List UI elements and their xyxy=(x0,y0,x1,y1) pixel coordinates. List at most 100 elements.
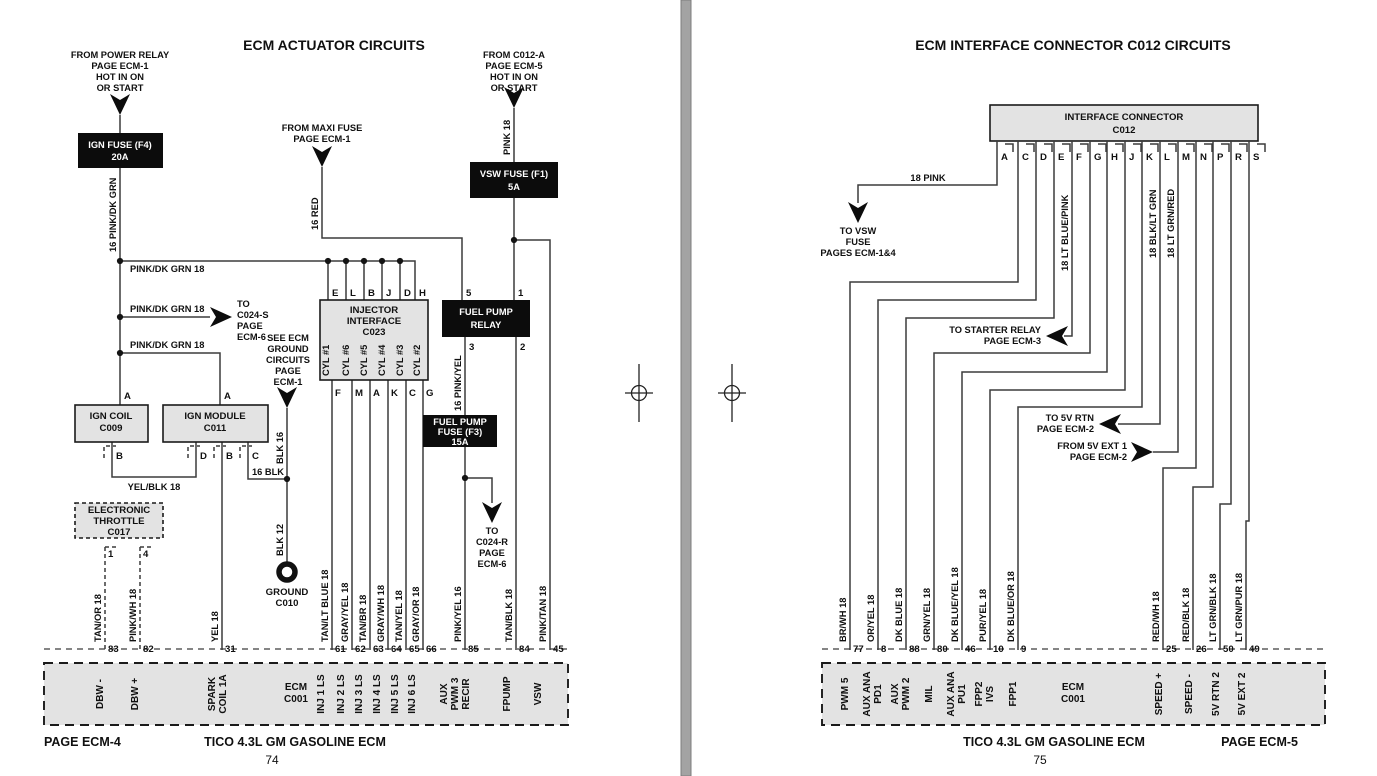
wire-label-rot: GRAY/WH 18 xyxy=(376,585,386,642)
cyl-label: CYL #3 xyxy=(395,345,405,376)
pin-letter: G xyxy=(1094,152,1101,163)
pin-letter: M xyxy=(1182,152,1190,163)
wire-label-rot: TAN/BLK 18 xyxy=(504,589,514,642)
ecm-label: INJ 2 LS xyxy=(336,674,347,714)
wire-label-rot: PINK/YEL 16 xyxy=(453,586,463,642)
pin-number: 65 xyxy=(409,644,420,655)
footer-page-ref: PAGE ECM-5 xyxy=(1221,735,1298,749)
pin-number: 64 xyxy=(391,644,402,655)
wire-label-rot: DK BLUE/YEL 18 xyxy=(950,567,960,642)
ecm-pin-numbers-right: 77 8 88 80 46 10 9 25 26 50 49 xyxy=(853,644,1260,655)
pin-number: 31 xyxy=(225,644,236,655)
wire-label-rot: 16 PINK/YEL xyxy=(453,355,463,411)
ecm-label: SPEED + xyxy=(1154,673,1165,716)
pin-letter: L xyxy=(350,288,356,299)
note-line: OR START xyxy=(491,83,538,93)
relay-pin-1: 1 xyxy=(518,288,524,299)
ecm-label: AUX ANA xyxy=(862,671,873,716)
fuel-pump-fuse-box: FUEL PUMP FUSE (F3) 15A xyxy=(423,415,497,447)
ecm-name: ECM xyxy=(285,682,307,693)
wire-label-rot: DK BLUE 18 xyxy=(894,588,904,642)
wire-label-rot: RED/WH 18 xyxy=(1151,591,1161,642)
relay-pin-3: 3 xyxy=(469,342,474,353)
arrow-from-power-relay xyxy=(110,94,130,115)
box-label: FUEL PUMP xyxy=(459,307,513,317)
cyl-label: CYL #4 xyxy=(377,344,387,376)
box-label: RELAY xyxy=(471,320,502,330)
pin-letter: L xyxy=(1164,152,1170,163)
pin-letter: J xyxy=(1129,152,1134,163)
wire-label-rot: TAN/BR 18 xyxy=(358,595,368,642)
page-title: ECM ACTUATOR CIRCUITS xyxy=(243,37,425,53)
note-line: ECM-6 xyxy=(478,559,507,569)
page-right: ECM INTERFACE CONNECTOR C012 CIRCUITS IN… xyxy=(820,37,1326,767)
footer-title: TICO 4.3L GM GASOLINE ECM xyxy=(204,735,386,749)
note-line: PAGE xyxy=(237,321,263,331)
wire-label-rot: TAN/YEL 18 xyxy=(394,590,404,642)
wire-label-rot: BR/WH 18 xyxy=(838,598,848,642)
pin-letter: R xyxy=(1235,152,1242,163)
box-label: INTERFACE xyxy=(347,316,402,327)
pin-number: 46 xyxy=(965,644,976,655)
ecm-pin-numbers-left: 83 82 31 61 62 63 64 65 66 85 84 45 xyxy=(108,644,564,655)
wire-label-rot: GRN/YEL 18 xyxy=(922,588,932,642)
rtn-5v-note: TO 5V RTN PAGE ECM-2 xyxy=(1037,413,1094,434)
ecm-name: C001 xyxy=(1061,694,1085,705)
arrow-to-starter-relay xyxy=(1046,326,1068,346)
wire-label-rot: 18 LT GRN/RED xyxy=(1166,189,1176,258)
wire-label-rot: BLK 16 xyxy=(275,432,285,464)
note-line: TO STARTER RELAY xyxy=(949,325,1042,335)
pin-number: 66 xyxy=(426,644,437,655)
vsw-fuse-note: TO VSW FUSE PAGES ECM-1&4 xyxy=(820,226,896,258)
footer-page-ref: PAGE ECM-4 xyxy=(44,735,121,749)
pin-letter: H xyxy=(419,288,426,299)
note-line: SEE ECM xyxy=(267,333,309,343)
wire-label-rot: PUR/YEL 18 xyxy=(978,589,988,642)
pin-number: 84 xyxy=(519,644,530,655)
cyl-label: CYL #6 xyxy=(341,345,351,376)
ecm-label: SPARK xyxy=(207,676,218,711)
ecm-label: 5V EXT 2 xyxy=(1237,672,1248,715)
box-label: VSW FUSE (F1) xyxy=(480,169,548,179)
note-line: FUSE xyxy=(846,237,871,247)
box-label: C011 xyxy=(204,423,227,434)
note-line: PAGES ECM-1&4 xyxy=(820,248,896,258)
cyl-label: CYL #5 xyxy=(359,345,369,376)
pin-number: 63 xyxy=(373,644,384,655)
page-number: 75 xyxy=(1033,753,1047,767)
ecm-label: IVS xyxy=(985,686,996,702)
electronic-throttle-box: ELECTRONIC THROTTLE C017 xyxy=(74,502,164,539)
pin-number: 10 xyxy=(993,644,1004,655)
ign-coil-box: IGN COIL C009 xyxy=(74,404,149,443)
pin-letter: K xyxy=(391,388,398,399)
ecm-label: DBW - xyxy=(95,679,106,709)
note-line: CIRCUITS xyxy=(266,355,310,365)
pin-letter: G xyxy=(426,388,433,399)
ecm-label: VSW xyxy=(533,682,544,705)
wire-label-rot: OR/YEL 18 xyxy=(866,595,876,642)
relay-pin-2: 2 xyxy=(520,342,525,353)
note-line: TO xyxy=(486,526,499,536)
wire-label-rot: GRAY/OR 18 xyxy=(411,587,421,642)
pin-number: 8 xyxy=(881,644,887,655)
note-line: PAGE xyxy=(479,548,505,558)
note-line: ECM-6 xyxy=(237,332,266,342)
ecm-label: COIL 1A xyxy=(218,674,229,713)
arrow-from-maxi-fuse xyxy=(312,146,332,167)
pin-number: 62 xyxy=(355,644,366,655)
wire-label-rot: PINK 18 xyxy=(502,120,512,155)
pin-letter: A xyxy=(1001,152,1008,163)
ecm-label: 5V RTN 2 xyxy=(1211,672,1222,716)
note-line: PAGE ECM-3 xyxy=(984,336,1041,346)
module-pin-a: A xyxy=(224,391,231,402)
cyl-label: CYL #2 xyxy=(412,345,422,376)
pin-number: 45 xyxy=(553,644,564,655)
starter-relay-note: TO STARTER RELAY PAGE ECM-3 xyxy=(949,325,1042,346)
throttle-wires-dashed xyxy=(104,546,151,650)
pin-letter: E xyxy=(332,288,339,299)
ecm-label: PU1 xyxy=(957,684,968,704)
injector-interface-box: INJECTOR INTERFACE C023 CYL #1 CYL #6 CY… xyxy=(319,299,429,381)
arrow-to-c024s xyxy=(210,307,232,327)
wire-label-rot: PINK/TAN 18 xyxy=(538,586,548,642)
